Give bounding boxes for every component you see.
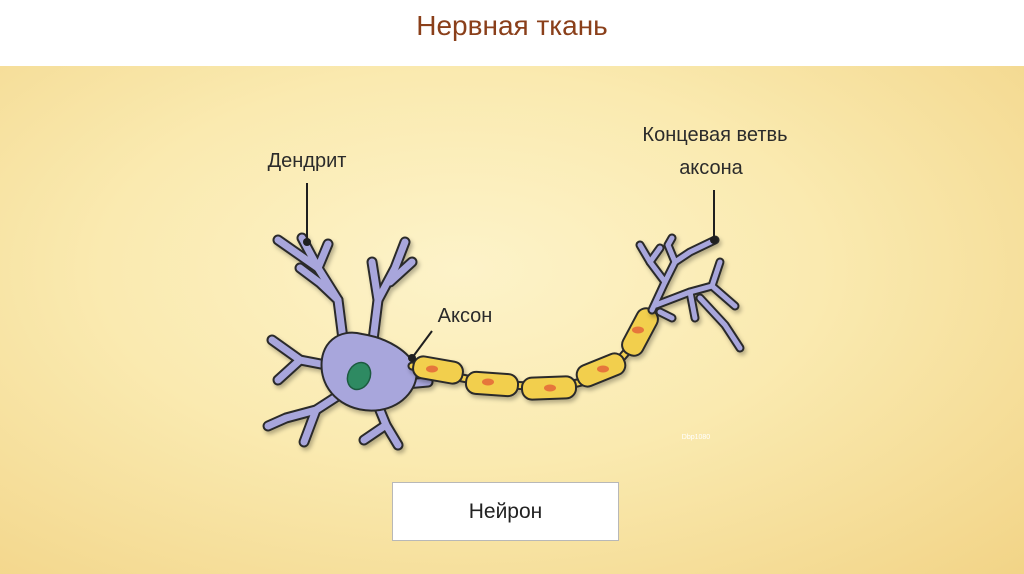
caption-box: Нейрон xyxy=(392,482,619,541)
axon xyxy=(407,307,659,401)
label-axon-terminal-line2: аксона xyxy=(679,157,743,179)
myelin-segment xyxy=(464,370,520,398)
myelin-segment xyxy=(412,355,464,385)
caption-text: Нейрон xyxy=(468,499,543,523)
page-title: Нервная ткань xyxy=(416,10,608,41)
pointer-dot-dendrite xyxy=(303,238,311,246)
neuron-cell-body xyxy=(262,232,434,451)
pointer-dot-axon-terminal xyxy=(710,236,718,244)
pointer-axon xyxy=(411,330,433,359)
axon-terminal xyxy=(635,233,745,353)
cell-nucleus xyxy=(346,361,372,391)
label-dendrite: Дендрит xyxy=(268,150,347,172)
myelin-segment xyxy=(520,375,578,401)
myelin-segment xyxy=(575,352,627,388)
pointer-dot-axon xyxy=(408,354,416,362)
watermark: Dbp1080 xyxy=(682,434,711,441)
label-axon: Аксон xyxy=(438,305,493,327)
label-axon-terminal-line1: Концевая ветвь xyxy=(642,124,787,146)
